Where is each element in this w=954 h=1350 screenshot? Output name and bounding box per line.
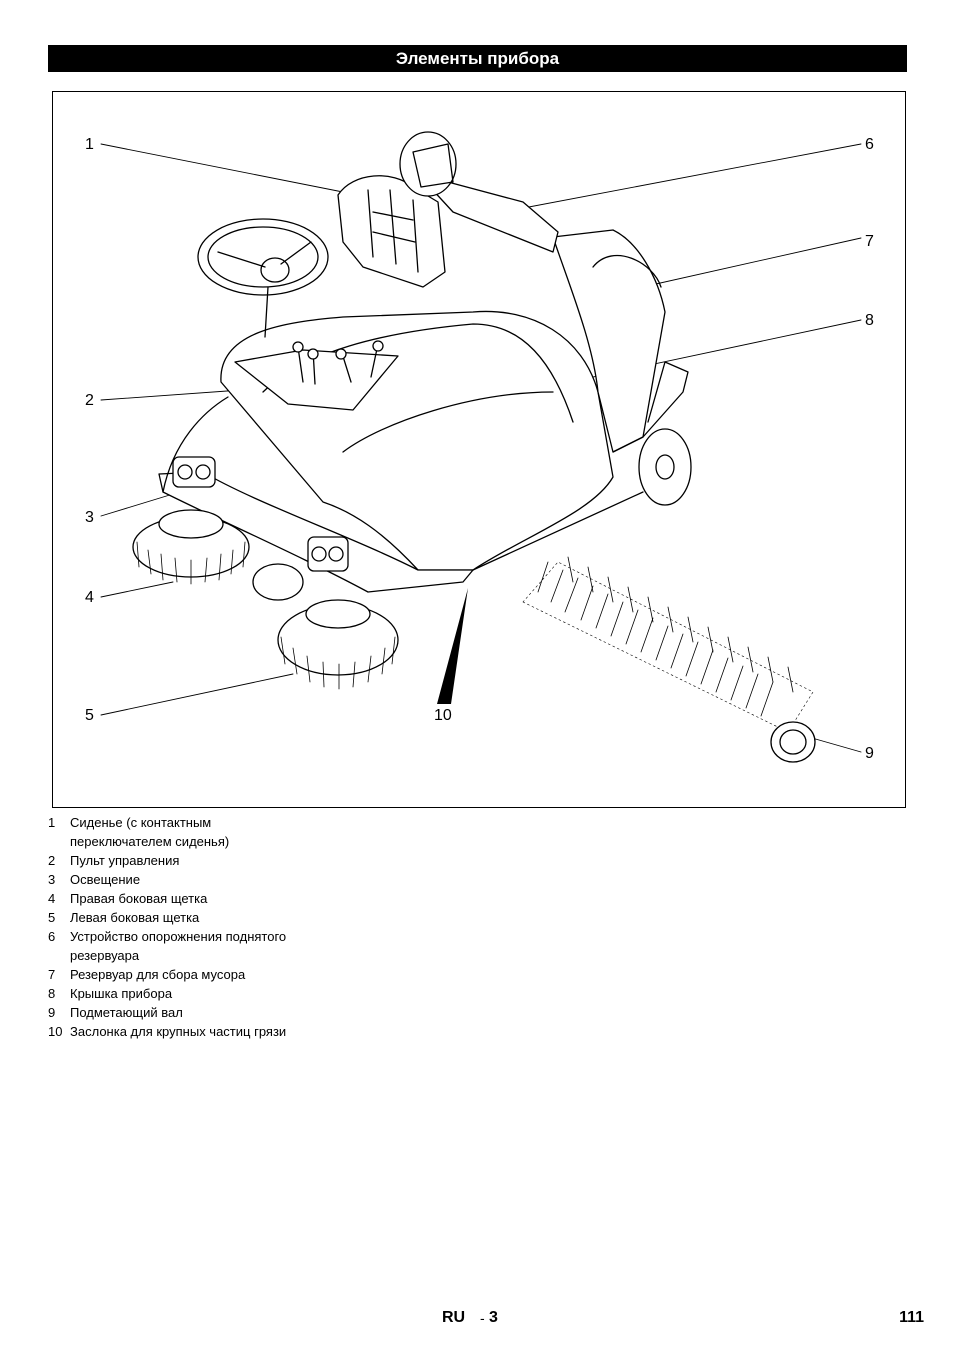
legend-number: 4	[48, 891, 56, 906]
legend-number: 5	[48, 910, 56, 925]
callout-8: 8	[865, 312, 874, 329]
legend-label: Левая боковая щетка	[70, 910, 200, 925]
callout-4: 4	[85, 589, 94, 606]
legend-item: 7 Резервуар для сбора мусора	[48, 965, 348, 984]
legend-label: Резервуар для сбора мусора	[70, 967, 246, 982]
callout-5: 5	[85, 707, 94, 724]
legend-number: 2	[48, 853, 56, 868]
legend-label: Подметающий вал	[70, 1005, 183, 1020]
legend-label: Крышка прибора	[70, 986, 173, 1001]
callout-1: 1	[85, 136, 94, 153]
footer-section-number: 3	[489, 1309, 498, 1326]
legend-item: 6 Устройство опорожнения поднятого резер…	[48, 927, 348, 965]
legend-number: 10	[48, 1024, 63, 1039]
section-title: Элементы прибора	[48, 45, 907, 72]
legend-label: Сиденье (с контактным	[70, 815, 212, 830]
legend-label: Пульт управления	[70, 853, 180, 868]
footer-separator: -	[480, 1310, 485, 1326]
legend-item: 9 Подметающий вал	[48, 1003, 348, 1022]
legend-number: 6	[48, 929, 56, 944]
callout-7: 7	[865, 233, 874, 250]
legend-number: 1	[48, 815, 56, 830]
sweeping-roller-drawing	[522, 556, 816, 763]
legend-label: Освещение	[70, 872, 141, 887]
legend-label: Устройство опорожнения поднятого	[70, 929, 287, 944]
legend-label: Правая боковая щетка	[70, 891, 208, 906]
legend-item: 10 Заслонка для крупных частиц грязи	[48, 1022, 348, 1041]
callout-3: 3	[85, 509, 94, 526]
callout-9: 9	[865, 745, 874, 762]
legend-label: переключателем сиденья)	[70, 834, 230, 849]
callout-6: 6	[865, 136, 874, 153]
legend-number: 3	[48, 872, 56, 887]
legend-number: 9	[48, 1005, 56, 1020]
legend-item: 5 Левая боковая щетка	[48, 908, 348, 927]
legend-item: 2 Пульт управления	[48, 851, 348, 870]
footer-language: RU	[442, 1309, 466, 1326]
legend-item: 4 Правая боковая щетка	[48, 889, 348, 908]
legend-number: 8	[48, 986, 56, 1001]
sweeper-drawing	[100, 131, 862, 763]
legend-item: 8 Крышка прибора	[48, 984, 348, 1003]
legend-list: 1 Сиденье (с контактным переключателем с…	[48, 813, 348, 1041]
legend-item: 1 Сиденье (с контактным переключателем с…	[48, 813, 348, 851]
legend-label: Заслонка для крупных частиц грязи	[70, 1024, 287, 1039]
callout-10: 10	[434, 707, 452, 724]
legend-number: 7	[48, 967, 56, 982]
legend-item: 3 Освещение	[48, 870, 348, 889]
callout-2: 2	[85, 392, 94, 409]
machine-illustration: 1 2 3 4 5 6 7 8 9 10	[52, 91, 906, 808]
legend-label: резервуара	[70, 948, 140, 963]
page-number: 111	[899, 1309, 924, 1326]
